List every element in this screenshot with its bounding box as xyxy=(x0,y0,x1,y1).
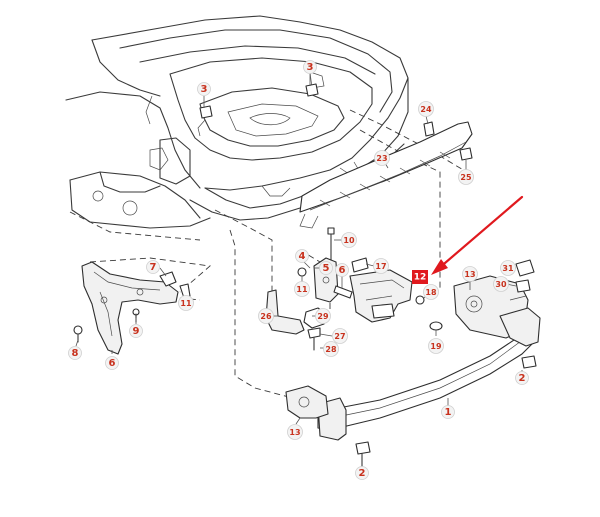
callout-number: 24 xyxy=(420,105,432,114)
callout-30: 30 xyxy=(493,276,509,292)
callout-29: 29 xyxy=(315,308,331,324)
callout-number: 2 xyxy=(519,373,526,384)
callout-number: 29 xyxy=(317,312,329,321)
callout-bubble xyxy=(68,346,82,360)
callout-2-bottom: 2 xyxy=(355,466,369,480)
callout-26: 26 xyxy=(258,308,274,324)
callout-bubble xyxy=(500,260,516,276)
callout-9: 9 xyxy=(129,324,143,338)
highlight-arrow xyxy=(431,195,524,275)
callout-bubble xyxy=(303,60,317,74)
callout-6-left: 6 xyxy=(105,356,119,370)
callout-bubble xyxy=(323,341,339,357)
callout-bubble xyxy=(515,371,529,385)
callout-bubble xyxy=(258,308,274,324)
callout-bubble xyxy=(319,261,333,275)
callout-bubble xyxy=(315,308,331,324)
callout-11-center: 11 xyxy=(294,281,310,297)
callout-28: 28 xyxy=(323,341,339,357)
callout-bubble xyxy=(287,424,303,440)
callout-3-right: 3 xyxy=(303,60,317,74)
callout-17: 17 xyxy=(373,258,389,274)
callout-18: 18 xyxy=(423,284,439,300)
callout-number: 7 xyxy=(150,262,157,273)
callout-7: 7 xyxy=(146,260,160,274)
callout-number: 28 xyxy=(325,345,337,354)
callout-bubble xyxy=(197,82,211,96)
callout-number: 30 xyxy=(495,280,507,289)
callout-number: 5 xyxy=(323,263,330,274)
callout-number: 8 xyxy=(72,348,79,359)
callout-bubble xyxy=(428,338,444,354)
callout-number: 17 xyxy=(375,262,386,271)
callout-number: 13 xyxy=(289,428,300,437)
callout-1: 1 xyxy=(441,405,455,419)
callout-bubble xyxy=(374,150,390,166)
callout-6-center: 6 xyxy=(335,263,349,277)
callout-19: 19 xyxy=(428,338,444,354)
callout-number: 6 xyxy=(339,265,346,276)
callout-bubble xyxy=(441,405,455,419)
callout-27: 27 xyxy=(332,328,348,344)
callout-25: 25 xyxy=(458,169,474,185)
callout-bubble xyxy=(294,281,310,297)
callout-number: 13 xyxy=(464,270,475,279)
center-bracket-assembly xyxy=(265,227,443,351)
callout-5: 5 xyxy=(319,261,333,275)
left-mounting-bracket xyxy=(73,261,191,355)
callout-bubble xyxy=(146,260,160,274)
callout-bubble xyxy=(295,249,309,263)
callout-bubble xyxy=(493,276,509,292)
callout-number: 9 xyxy=(133,326,140,337)
callout-11-left: 11 xyxy=(178,295,194,311)
callout-number: 3 xyxy=(307,62,314,73)
callout-bubble xyxy=(341,232,357,248)
callout-number: 18 xyxy=(425,288,437,297)
callout-bubble xyxy=(418,101,434,117)
car-body xyxy=(65,15,409,229)
callout-31: 31 xyxy=(500,260,516,276)
callout-13-right: 13 xyxy=(462,266,478,282)
callout-number: 2 xyxy=(359,468,366,479)
callout-24: 24 xyxy=(418,101,434,117)
callout-number: 10 xyxy=(343,236,355,245)
callout-10: 10 xyxy=(341,232,357,248)
bumper-absorber-upper xyxy=(299,121,473,229)
callout-number: 27 xyxy=(334,332,345,341)
callout-layer: 3 3 24 23 25 10 4 5 11 6 17 13 31 30 18 19 7 11 9 8 6 26 29 27 2… xyxy=(68,60,529,480)
callout-bubble xyxy=(105,356,119,370)
highlight-label: 12 xyxy=(412,270,428,284)
callout-bubble xyxy=(129,324,143,338)
callout-number: 11 xyxy=(180,299,192,308)
callout-number: 3 xyxy=(201,84,208,95)
callout-bubble xyxy=(373,258,389,274)
callout-4: 4 xyxy=(295,249,309,263)
callout-number: 4 xyxy=(299,251,306,262)
callout-bubble xyxy=(462,266,478,282)
callout-bubble xyxy=(335,263,349,277)
callout-bubble xyxy=(423,284,439,300)
callout-number: 31 xyxy=(502,264,514,273)
highlight-label-text: 12 xyxy=(414,273,427,283)
callout-bubble xyxy=(178,295,194,311)
upper-fasteners xyxy=(199,83,473,161)
callout-3-left: 3 xyxy=(197,82,211,96)
callout-13-bottom: 13 xyxy=(287,424,303,440)
callout-number: 19 xyxy=(430,342,442,351)
callout-bubble xyxy=(355,466,369,480)
callout-2-right: 2 xyxy=(515,371,529,385)
callout-number: 26 xyxy=(260,312,272,321)
callout-number: 6 xyxy=(109,358,116,369)
callout-23: 23 xyxy=(374,150,390,166)
callout-8: 8 xyxy=(68,346,82,360)
callout-number: 11 xyxy=(296,285,308,294)
bumper-reinforcement-beam xyxy=(285,307,541,467)
callout-number: 25 xyxy=(460,173,472,182)
callout-bubble xyxy=(332,328,348,344)
callout-number: 1 xyxy=(445,407,452,418)
callout-number: 23 xyxy=(376,154,387,163)
callout-bubble xyxy=(458,169,474,185)
